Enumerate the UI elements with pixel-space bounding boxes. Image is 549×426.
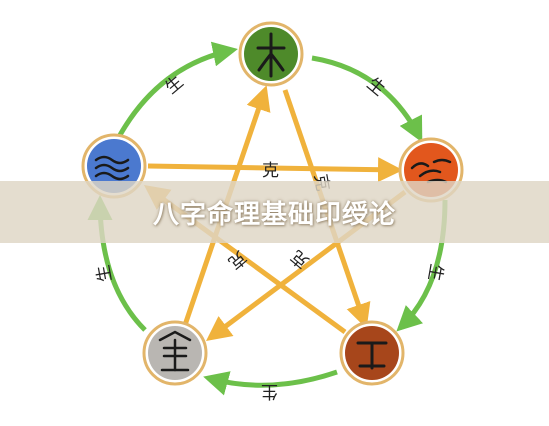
metal-glyph-icon [158, 330, 192, 372]
arrow-wood-to-fire [311, 55, 423, 143]
label-ke-3: 克 [287, 246, 313, 272]
arrow-water-to-fire [147, 157, 403, 183]
label-ke-1: 克 [262, 161, 279, 181]
wood-glyph-icon [256, 32, 286, 78]
node-wood [238, 21, 304, 87]
label-ke-2: 克 [224, 246, 250, 272]
earth-glyph-icon [356, 341, 388, 370]
arrow-water-to-wood [117, 41, 238, 137]
page-title: 八字命理基础印绶论 [152, 199, 396, 230]
water-glyph-icon [94, 155, 130, 181]
node-metal [142, 320, 208, 386]
label-sheng-5: 生 [94, 263, 117, 283]
arrow-earth-to-metal [203, 369, 338, 396]
label-sheng-3: 生 [424, 262, 447, 282]
node-earth [339, 320, 405, 386]
label-sheng-4: 生 [261, 381, 278, 401]
label-sheng-1: 生 [162, 72, 188, 98]
title-banner [0, 181, 549, 243]
